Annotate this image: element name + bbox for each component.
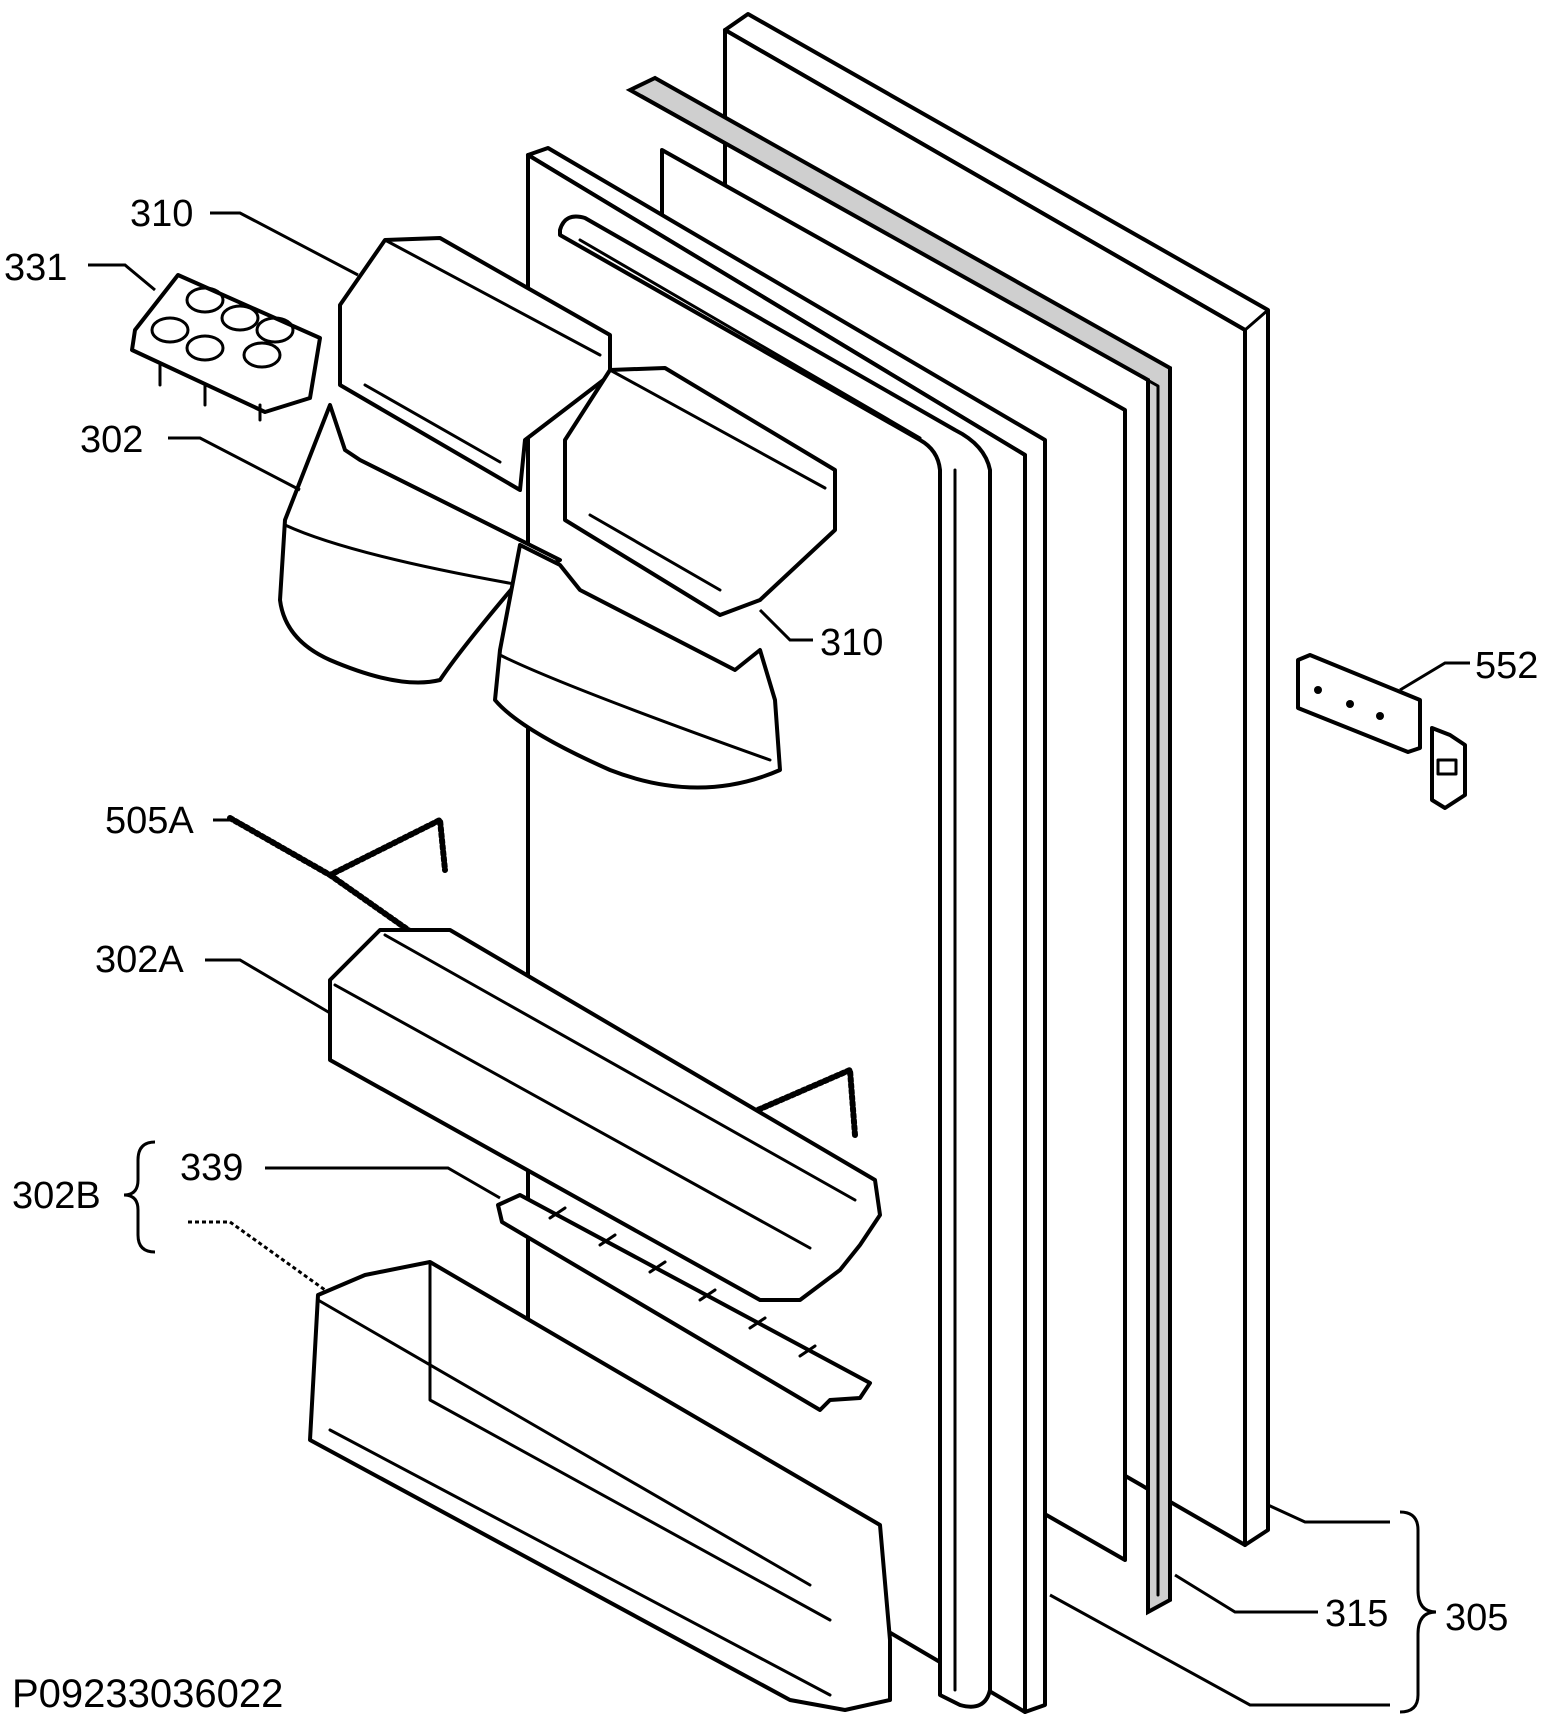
hinge-part [1296, 653, 1467, 810]
callout-505A: 505A [105, 800, 194, 842]
leader-552 [1399, 661, 1470, 692]
drawing-code: P09233036022 [12, 1672, 283, 1716]
leader-305-bottom [1049, 1593, 1390, 1707]
callout-305: 305 [1445, 1597, 1508, 1639]
callout-339: 339 [180, 1147, 243, 1189]
bottle-holder [496, 1193, 872, 1412]
door-shelf-medium [328, 928, 882, 1302]
callout-302: 302 [80, 419, 143, 461]
leader-339 [265, 1166, 501, 1200]
callout-552: 552 [1475, 645, 1538, 687]
leader-331 [88, 263, 156, 292]
egg-tray [130, 273, 322, 422]
door-shelf-small-right [493, 543, 782, 790]
callout-331: 331 [4, 247, 67, 289]
leader-315 [1174, 1573, 1318, 1614]
butter-compartment-lower [563, 366, 837, 617]
leader-310-top [210, 211, 359, 277]
leader-302 [168, 436, 301, 492]
leader-302A [205, 958, 331, 1015]
callout-310-mid: 310 [820, 622, 883, 664]
door-shelf-small-left [278, 403, 562, 685]
bottle-shelf [308, 1260, 892, 1712]
callout-302A: 302A [95, 939, 184, 981]
leader-302B [188, 1220, 326, 1292]
brace-302B [123, 1140, 156, 1254]
callout-315: 315 [1325, 1593, 1388, 1635]
callout-302B: 302B [12, 1175, 101, 1217]
leader-305-top [1267, 1503, 1390, 1524]
leader-310-mid [758, 608, 813, 642]
callout-310-top: 310 [130, 193, 193, 235]
brace-305 [1399, 1510, 1437, 1714]
